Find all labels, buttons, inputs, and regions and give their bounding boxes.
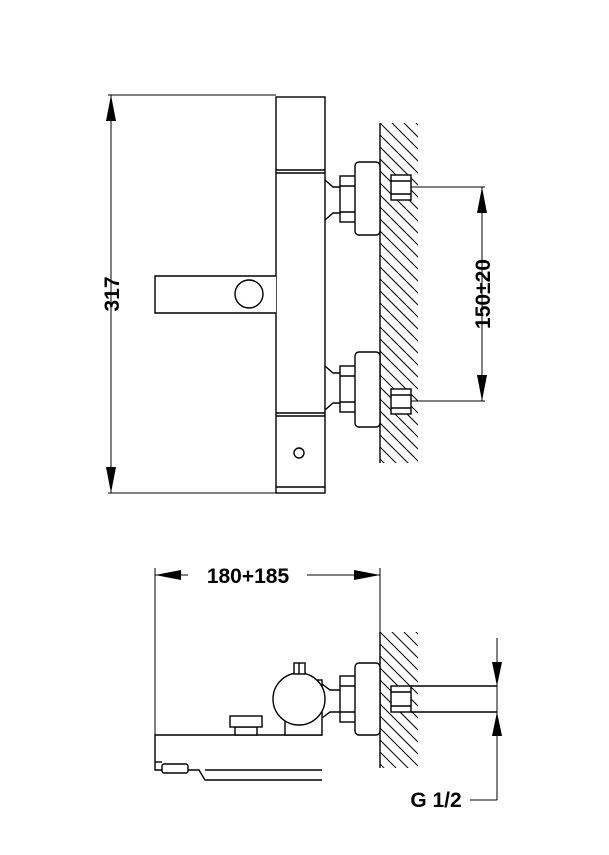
hatch-line (380, 350, 418, 390)
hatch-line (415, 632, 418, 635)
upper-connection (324, 161, 412, 236)
hatch-line (380, 302, 418, 342)
hatch-line (380, 584, 420, 624)
wall-hatching-top (380, 63, 420, 511)
hatch-line (380, 75, 420, 115)
hatch-line (380, 398, 418, 438)
projection-dimension-label: 180+185 (207, 565, 290, 588)
height-dimension: 317 (101, 94, 276, 494)
mixer-body (275, 96, 326, 494)
thread-dimension: G 1/2 (410, 638, 502, 812)
hatch-line (380, 703, 418, 743)
hatch-line (380, 266, 418, 306)
inlet-spacing-label: 150±20 (472, 259, 495, 329)
inlet-pipe (411, 685, 497, 713)
spout-outlet (234, 279, 264, 309)
hatch-line (380, 242, 418, 282)
side-connection (321, 662, 412, 736)
hatch-line (380, 727, 418, 767)
hatch-line (380, 632, 418, 671)
hatch-line (415, 123, 418, 126)
hatch-line (380, 434, 409, 463)
hatch-line (380, 206, 418, 246)
diverter-knob (229, 715, 263, 736)
hatch-line (391, 123, 418, 150)
hatch-line (380, 338, 418, 378)
hatch-line (380, 123, 418, 162)
lower-connection (324, 351, 412, 428)
hatch-line (380, 182, 418, 222)
hatch-line (380, 739, 409, 768)
aerator (161, 763, 189, 774)
hatch-line (380, 643, 418, 683)
hatch-line (380, 230, 418, 270)
hatch-line (380, 63, 420, 103)
hatch-line (380, 362, 418, 402)
spout (154, 275, 276, 314)
front-view: 317 150±20 (101, 63, 495, 511)
hatch-line (380, 471, 420, 511)
hatch-line (380, 446, 397, 463)
hatch-line (391, 632, 418, 659)
hatch-line (380, 134, 418, 174)
hatch-line (380, 290, 418, 330)
hatch-line (380, 410, 418, 450)
hatch-line (380, 572, 420, 612)
hatch-line (380, 314, 418, 354)
hatch-line (380, 655, 418, 695)
hatch-line (380, 422, 418, 462)
hatch-line (380, 715, 418, 755)
hatch-line (403, 123, 418, 138)
hatch-line (380, 218, 418, 258)
hatch-line (380, 254, 418, 294)
hatch-line (380, 326, 418, 366)
side-view: 180+185 (154, 565, 502, 812)
mixer-cylinder (272, 662, 326, 736)
hatch-line (380, 146, 418, 186)
hatch-line (380, 751, 397, 768)
hatch-line (380, 194, 418, 234)
hatch-line (403, 632, 418, 647)
projection-dimension: 180+185 (154, 565, 381, 735)
bath-spout (154, 734, 322, 781)
height-dimension-label: 317 (101, 276, 124, 311)
thread-dimension-label: G 1/2 (410, 789, 461, 812)
hatch-line (380, 458, 385, 463)
inlet-spacing-dimension: 150±20 (411, 186, 495, 402)
hatch-line (380, 278, 418, 318)
temperature-knob-dot (293, 447, 305, 459)
